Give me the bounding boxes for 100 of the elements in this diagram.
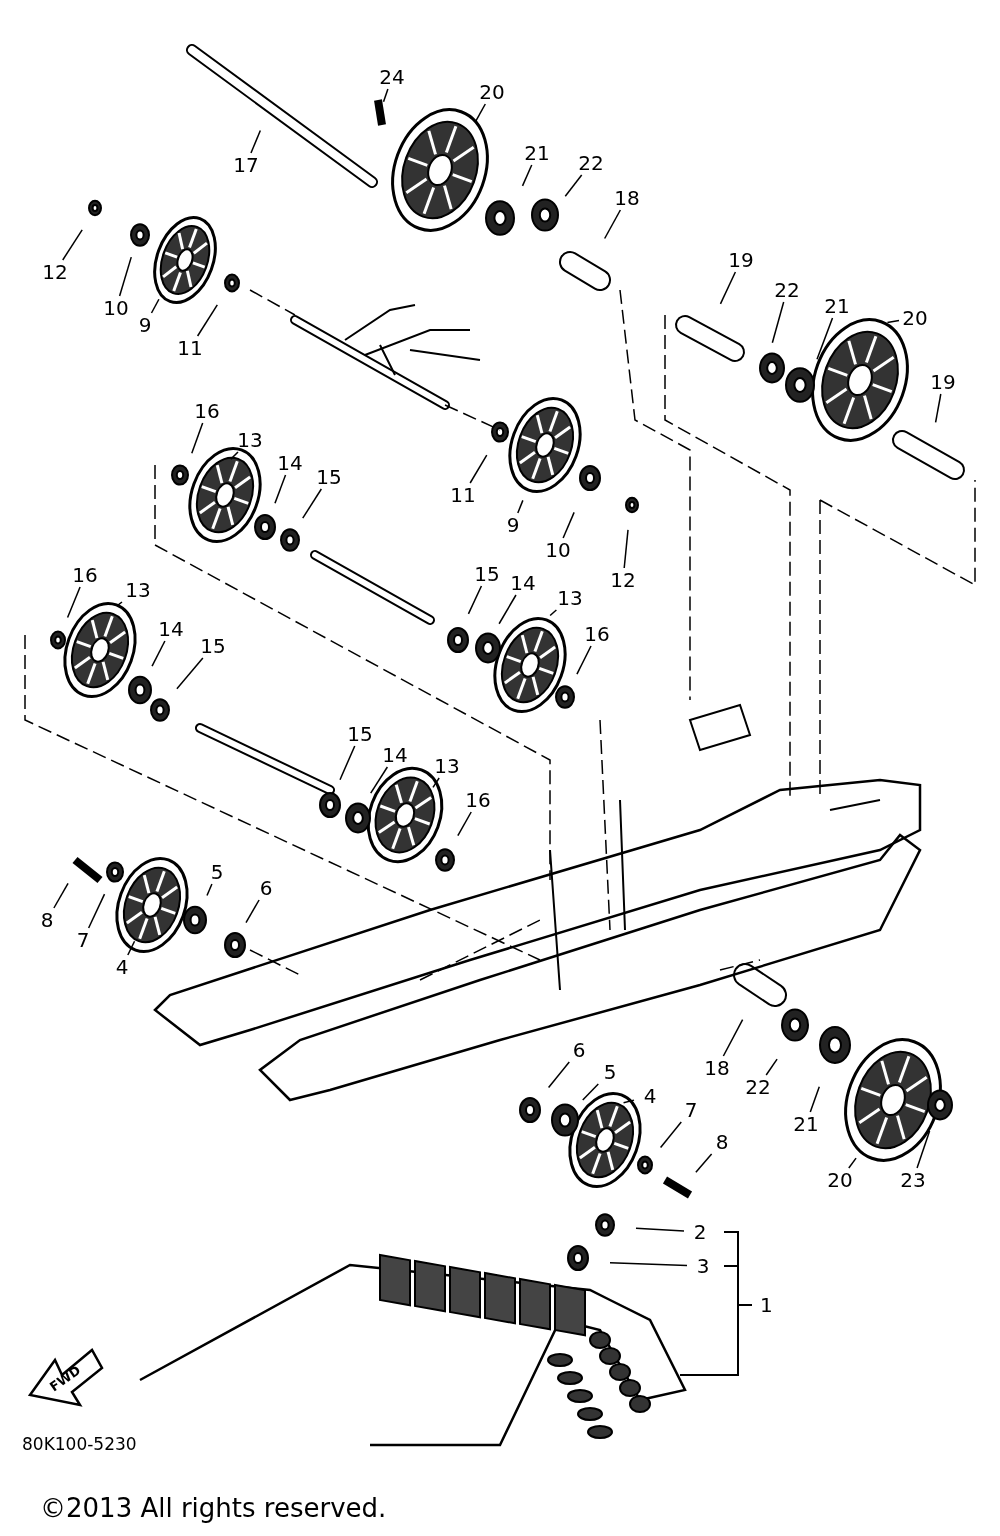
leader-line xyxy=(562,511,575,539)
leader-line xyxy=(206,883,213,897)
leader-line xyxy=(659,1121,682,1149)
leader-line xyxy=(339,745,356,781)
callout-number: 20 xyxy=(476,80,508,104)
leader-line xyxy=(250,129,262,154)
callout-number: 9 xyxy=(497,513,529,537)
callout-number: 6 xyxy=(250,876,282,900)
leader-line xyxy=(230,451,239,460)
leader-line xyxy=(116,601,123,607)
leader-line xyxy=(176,657,204,690)
leader-line xyxy=(118,256,132,297)
callout-number: 15 xyxy=(471,562,503,586)
callout-number: 16 xyxy=(462,788,494,812)
callout-number: 7 xyxy=(675,1098,707,1122)
leader-line xyxy=(771,301,785,344)
leader-line xyxy=(886,319,900,324)
callout-number: 20 xyxy=(899,306,931,330)
leader-line xyxy=(66,586,81,619)
leader-line xyxy=(196,304,219,337)
callout-number: 14 xyxy=(507,571,539,595)
leader-line xyxy=(191,422,204,454)
callout-number: 21 xyxy=(821,294,853,318)
leader-line xyxy=(934,393,942,424)
callout-number: 6 xyxy=(563,1038,595,1062)
callout-number: 13 xyxy=(234,428,266,452)
callout-number: 19 xyxy=(927,370,959,394)
callout-number: 22 xyxy=(771,278,803,302)
callout-number: 16 xyxy=(581,622,613,646)
callout-number: 12 xyxy=(607,568,639,592)
callout-number: 8 xyxy=(31,908,63,932)
leader-line xyxy=(432,777,440,789)
callout-number: 14 xyxy=(155,617,187,641)
callout-number: 11 xyxy=(174,336,206,360)
callout-number: 17 xyxy=(230,153,262,177)
leader-line xyxy=(547,1061,570,1089)
leader-line xyxy=(53,882,69,909)
callout-number: 21 xyxy=(521,141,553,165)
callout-number: 13 xyxy=(431,754,463,778)
copyright-notice: ©2013 All rights reserved. xyxy=(40,1493,387,1523)
leader-line xyxy=(382,88,389,103)
leader-line xyxy=(623,529,629,569)
callout-number: 4 xyxy=(634,1084,666,1108)
leader-line xyxy=(576,645,592,675)
leader-line xyxy=(549,609,558,617)
leader-line xyxy=(245,899,260,924)
leader-line xyxy=(469,454,488,484)
callout-number: 7 xyxy=(67,928,99,952)
callout-number: 3 xyxy=(687,1254,719,1278)
callout-number: 18 xyxy=(611,186,643,210)
callout-number: 9 xyxy=(129,313,161,337)
leader-line xyxy=(370,766,389,794)
leader-line xyxy=(695,1153,713,1173)
leader-line xyxy=(521,164,533,187)
callout-number: 1 xyxy=(760,1293,773,1317)
leader-line xyxy=(498,594,517,625)
callout-number: 8 xyxy=(706,1130,738,1154)
callout-number: 12 xyxy=(39,260,71,284)
callout-number: 19 xyxy=(725,248,757,272)
leader-line xyxy=(457,811,472,837)
leader-line xyxy=(467,585,483,615)
callout-number: 24 xyxy=(376,65,408,89)
leader-line xyxy=(87,893,106,929)
callout-number: 5 xyxy=(201,860,233,884)
leader-line xyxy=(622,1099,635,1104)
callout-number: 22 xyxy=(575,151,607,175)
leader-line xyxy=(517,499,524,514)
callout-number: 22 xyxy=(742,1075,774,1099)
callout-number: 21 xyxy=(790,1112,822,1136)
callout-number: 2 xyxy=(684,1220,716,1244)
leader-line xyxy=(127,940,136,956)
callout-number: 15 xyxy=(344,722,376,746)
callout-number: 13 xyxy=(122,578,154,602)
leader-line xyxy=(302,488,323,519)
leader-line xyxy=(722,1018,744,1057)
callout-number: 14 xyxy=(274,451,306,475)
leader-line xyxy=(582,1083,600,1101)
leader-line xyxy=(475,103,487,122)
leader-line xyxy=(564,174,583,197)
leader-line xyxy=(609,1261,688,1267)
drawing-code: 80K100-5230 xyxy=(22,1434,137,1454)
leader-line xyxy=(274,474,287,504)
callout-number: 5 xyxy=(594,1060,626,1084)
callout-number: 4 xyxy=(106,955,138,979)
leader-line xyxy=(765,1058,778,1076)
leader-line xyxy=(719,271,737,305)
callout-number: 16 xyxy=(191,399,223,423)
callout-number: 18 xyxy=(701,1056,733,1080)
leader-line xyxy=(809,1086,820,1113)
callout-number: 13 xyxy=(554,586,586,610)
leader-line xyxy=(62,229,83,261)
leader-line xyxy=(635,1227,685,1232)
leader-line xyxy=(916,1130,931,1169)
callout-number: 14 xyxy=(379,743,411,767)
callout-number: 20 xyxy=(824,1168,856,1192)
callout-number: 15 xyxy=(197,634,229,658)
leader-line xyxy=(848,1157,857,1169)
leader-line xyxy=(150,298,160,314)
leader-line xyxy=(151,640,166,667)
leader-line xyxy=(816,317,834,360)
